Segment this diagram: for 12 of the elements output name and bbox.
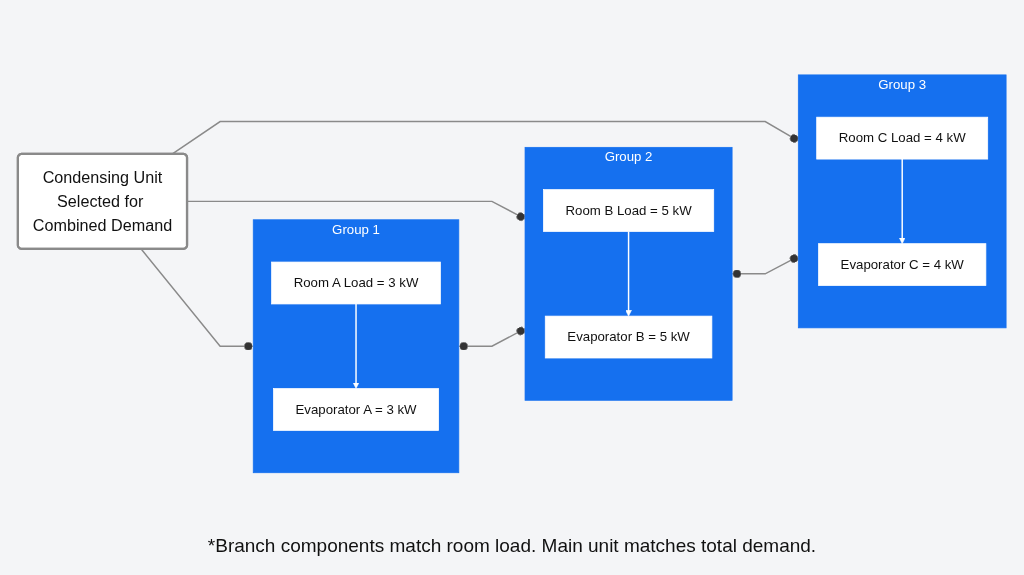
arrow [625,230,632,317]
node-box: Evaporator C = 4 kW [818,243,987,286]
connector [731,253,800,278]
node-box: Evaporator B = 5 kW [544,315,713,359]
arrow [898,158,906,244]
arrow [352,302,360,389]
node-box: Room C Load = 4 kW [816,116,989,160]
node-box: Room A Load = 3 kW [271,261,441,304]
connector [458,326,526,351]
node-box: Room B Load = 5 kW [543,188,715,232]
footnote: *Branch components match room load. Main unit matches total demand. [207,534,817,557]
node-box: Evaporator A = 3 kW [273,387,439,431]
